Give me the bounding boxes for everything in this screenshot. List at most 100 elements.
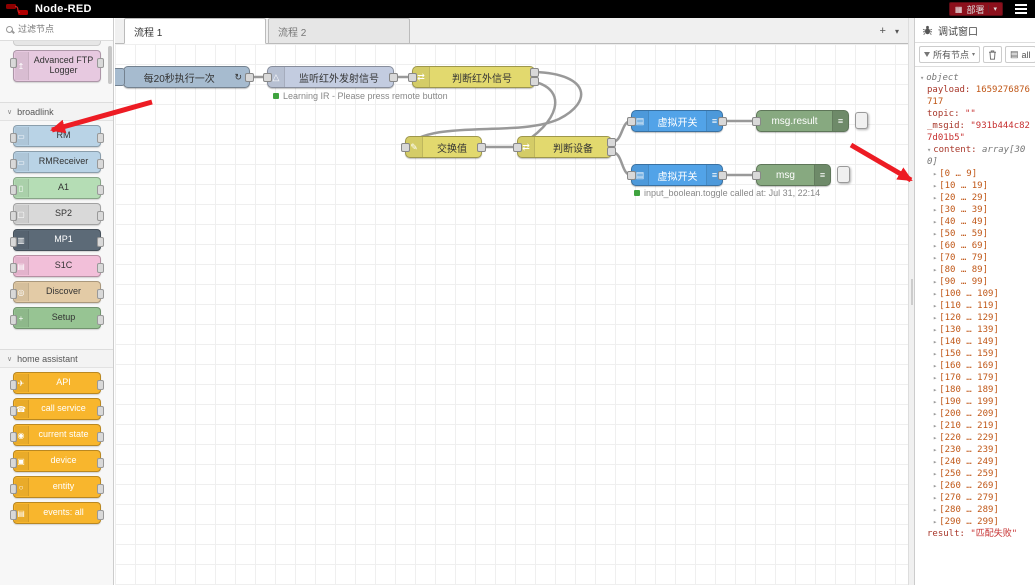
flow-node-switch-ir[interactable]: ⇄ 判断红外信号 bbox=[408, 66, 539, 88]
caret-right-icon[interactable]: ▸ bbox=[933, 506, 938, 514]
debug-messages[interactable]: ▾object payload: 1659276876717 topic: ""… bbox=[915, 68, 1035, 585]
palette-search[interactable] bbox=[0, 18, 113, 41]
input-port[interactable] bbox=[752, 171, 761, 180]
palette-node-events-all[interactable]: ▤ events: all bbox=[9, 502, 104, 524]
debug-clear-button[interactable] bbox=[983, 46, 1003, 63]
palette-node-rmreceiver[interactable]: ▭ RMReceiver bbox=[9, 151, 104, 173]
output-port-2[interactable] bbox=[530, 77, 539, 86]
caret-right-icon[interactable]: ▸ bbox=[933, 242, 938, 250]
debug-array-range-row[interactable]: ▸[240 … 249] bbox=[920, 456, 1033, 468]
caret-right-icon[interactable]: ▸ bbox=[933, 470, 938, 478]
input-port[interactable] bbox=[627, 117, 636, 126]
flow-node-virtual-switch-1[interactable]: ▤ 虚拟开关 ≡ bbox=[627, 110, 727, 132]
debug-array-range-row[interactable]: ▸[200 … 209] bbox=[920, 408, 1033, 420]
debug-array-range-row[interactable]: ▸[270 … 279] bbox=[920, 492, 1033, 504]
palette-category-broadlink[interactable]: ∨ broadlink bbox=[0, 102, 113, 121]
debug-array-range-row[interactable]: ▸[260 … 269] bbox=[920, 480, 1033, 492]
caret-right-icon[interactable]: ▸ bbox=[933, 182, 938, 190]
palette-node-current-state[interactable]: ◉ current state bbox=[9, 424, 104, 446]
palette-node-api[interactable]: ✈ API bbox=[9, 372, 104, 394]
flow-node-change-value[interactable]: ✎ 交换值 bbox=[401, 136, 486, 158]
debug-array-range-row[interactable]: ▸[150 … 159] bbox=[920, 348, 1033, 360]
inject-button[interactable] bbox=[115, 68, 125, 86]
debug-array-range-row[interactable]: ▸[40 … 49] bbox=[920, 216, 1033, 228]
main-menu-button[interactable] bbox=[1013, 2, 1029, 16]
debug-array-range-row[interactable]: ▸[170 … 179] bbox=[920, 372, 1033, 384]
debug-array-range-row[interactable]: ▸[50 … 59] bbox=[920, 228, 1033, 240]
caret-right-icon[interactable]: ▸ bbox=[933, 170, 938, 178]
debug-array-range-row[interactable]: ▸[110 … 119] bbox=[920, 300, 1033, 312]
debug-array-range-row[interactable]: ▸[30 … 39] bbox=[920, 204, 1033, 216]
tab-list-caret-icon[interactable]: ▾ bbox=[894, 26, 899, 36]
palette-node-device[interactable]: ▣ device bbox=[9, 450, 104, 472]
debug-enable-toggle[interactable] bbox=[855, 112, 868, 129]
debug-output-icon[interactable]: ≡ bbox=[832, 111, 848, 131]
debug-array-range-row[interactable]: ▸[220 … 229] bbox=[920, 432, 1033, 444]
flow-canvas[interactable]: 每20秒执行一次 ↻ △ 监听红外发射信号 Learning IR - Plea… bbox=[115, 44, 908, 585]
debug-all-button[interactable]: ▤ all bbox=[1005, 46, 1035, 63]
debug-content-row[interactable]: ▾content: array[300] bbox=[920, 144, 1033, 168]
debug-array-range-row[interactable]: ▸[60 … 69] bbox=[920, 240, 1033, 252]
debug-array-range-row[interactable]: ▸[160 … 169] bbox=[920, 360, 1033, 372]
debug-array-range-row[interactable]: ▸[230 … 239] bbox=[920, 444, 1033, 456]
palette-node-mp1[interactable]: ▥ MP1 bbox=[9, 229, 104, 251]
caret-right-icon[interactable]: ▸ bbox=[933, 374, 938, 382]
caret-right-icon[interactable]: ▸ bbox=[933, 278, 938, 286]
output-port[interactable] bbox=[389, 73, 398, 82]
flow-node-virtual-switch-2[interactable]: ▤ 虚拟开关 ≡ bbox=[627, 164, 727, 186]
palette-node-call-service[interactable]: ☎ call service bbox=[9, 398, 104, 420]
caret-right-icon[interactable]: ▸ bbox=[933, 398, 938, 406]
palette-node-rm[interactable]: ▭ RM bbox=[9, 125, 104, 147]
caret-right-icon[interactable]: ▸ bbox=[933, 266, 938, 274]
output-port-1[interactable] bbox=[530, 68, 539, 77]
caret-down-icon[interactable]: ▾ bbox=[920, 74, 925, 82]
caret-down-icon[interactable]: ▾ bbox=[927, 146, 932, 154]
caret-right-icon[interactable]: ▸ bbox=[933, 410, 938, 418]
palette-search-input[interactable] bbox=[18, 24, 96, 34]
debug-array-range-row[interactable]: ▸[290 … 299] bbox=[920, 516, 1033, 528]
caret-right-icon[interactable]: ▸ bbox=[933, 458, 938, 466]
caret-right-icon[interactable]: ▸ bbox=[933, 446, 938, 454]
output-port[interactable] bbox=[718, 171, 727, 180]
caret-right-icon[interactable]: ▸ bbox=[933, 518, 938, 526]
debug-array-range-row[interactable]: ▸[130 … 139] bbox=[920, 324, 1033, 336]
palette-scrollbar-thumb[interactable] bbox=[108, 46, 112, 84]
caret-right-icon[interactable]: ▸ bbox=[933, 290, 938, 298]
palette-node-setup[interactable]: + Setup bbox=[9, 307, 104, 329]
caret-right-icon[interactable]: ▸ bbox=[933, 254, 938, 262]
palette-category-home-assistant[interactable]: ∨ home assistant bbox=[0, 349, 113, 368]
caret-right-icon[interactable]: ▸ bbox=[933, 314, 938, 322]
palette-node-s1c[interactable]: ▤ S1C bbox=[9, 255, 104, 277]
debug-array-range-row[interactable]: ▸[190 … 199] bbox=[920, 396, 1033, 408]
caret-right-icon[interactable]: ▸ bbox=[933, 386, 938, 394]
input-port[interactable] bbox=[627, 171, 636, 180]
debug-array-range-row[interactable]: ▸[100 … 109] bbox=[920, 288, 1033, 300]
caret-right-icon[interactable]: ▸ bbox=[933, 482, 938, 490]
caret-right-icon[interactable]: ▸ bbox=[933, 218, 938, 226]
debug-array-range-row[interactable]: ▸[250 … 259] bbox=[920, 468, 1033, 480]
debug-output-icon[interactable]: ≡ bbox=[814, 165, 830, 185]
input-port[interactable] bbox=[401, 143, 410, 152]
caret-right-icon[interactable]: ▸ bbox=[933, 434, 938, 442]
debug-array-range-row[interactable]: ▸[280 … 289] bbox=[920, 504, 1033, 516]
input-port[interactable] bbox=[513, 143, 522, 152]
input-port[interactable] bbox=[263, 73, 272, 82]
palette-node-advanced-ftp-logger[interactable]: ↥ Advanced FTP Logger bbox=[9, 50, 104, 82]
caret-right-icon[interactable]: ▸ bbox=[933, 206, 938, 214]
output-port-1[interactable] bbox=[607, 138, 616, 147]
caret-right-icon[interactable]: ▸ bbox=[933, 494, 938, 502]
palette-node-discover[interactable]: ◎ Discover bbox=[9, 281, 104, 303]
palette-node-sp2[interactable]: ▢ SP2 bbox=[9, 203, 104, 225]
debug-array-range-row[interactable]: ▸[80 … 89] bbox=[920, 264, 1033, 276]
palette-scroll-area[interactable]: ↥ Advanced FTP Logger ∨ broadlink ▭ RM ▭… bbox=[0, 41, 113, 585]
debug-array-range-row[interactable]: ▸[0 … 9] bbox=[920, 168, 1033, 180]
tab-flow-1[interactable]: 流程 1 bbox=[124, 18, 266, 44]
input-port[interactable] bbox=[752, 117, 761, 126]
sidebar-resize-grip[interactable] bbox=[908, 18, 915, 585]
caret-right-icon[interactable]: ▸ bbox=[933, 230, 938, 238]
palette-node-a1[interactable]: ▯ A1 bbox=[9, 177, 104, 199]
flow-node-inject-every-20s[interactable]: 每20秒执行一次 ↻ bbox=[115, 66, 254, 88]
debug-array-range-row[interactable]: ▸[90 … 99] bbox=[920, 276, 1033, 288]
output-port[interactable] bbox=[477, 143, 486, 152]
caret-right-icon[interactable]: ▸ bbox=[933, 350, 938, 358]
